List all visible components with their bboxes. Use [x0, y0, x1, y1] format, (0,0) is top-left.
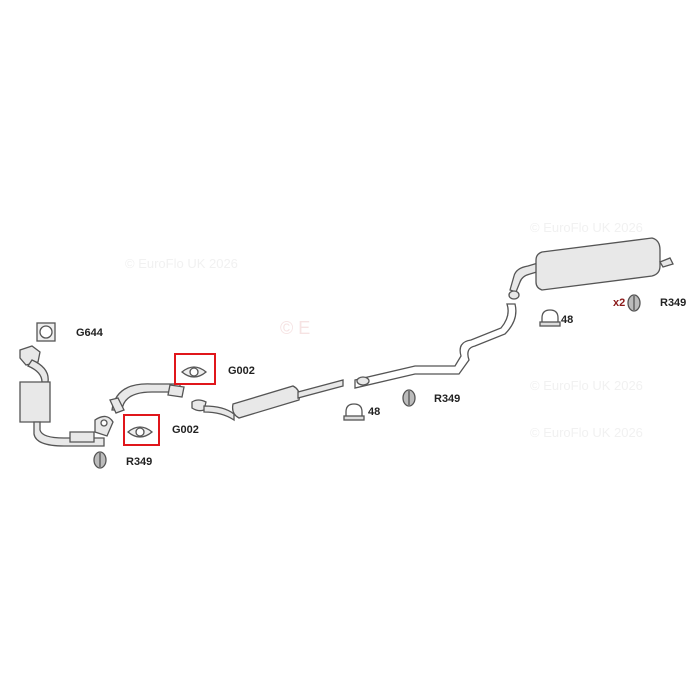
part-label-g644: G644 — [76, 327, 103, 339]
gasket-g002-upper — [180, 366, 208, 378]
rubber-r349-front — [93, 451, 107, 469]
rear-silencer — [508, 237, 674, 300]
watermark-logo: © E — [280, 318, 311, 338]
clamp-48-rear — [539, 309, 561, 327]
gasket-g644 — [36, 322, 56, 342]
clamp-48-mid — [343, 403, 365, 421]
catalytic-converter — [19, 345, 114, 447]
watermark: © EuroFlo UK 2026 — [530, 220, 643, 235]
rear-pipe — [354, 303, 517, 389]
rubber-r349-mid — [402, 389, 416, 407]
part-label-g002-upper: G002 — [228, 365, 255, 377]
highlight-box-g002-upper — [174, 353, 216, 385]
intermediate-pipe — [109, 383, 185, 414]
part-quantity-x2: x2 — [613, 297, 626, 309]
highlight-box-g002-lower — [123, 414, 160, 446]
part-label-r349-rear: R349 — [660, 297, 687, 309]
part-label-r349-mid: R349 — [434, 393, 461, 405]
part-label-r349-front: R349 — [126, 456, 153, 468]
rubber-r349-rear — [627, 294, 641, 312]
part-label-48-mid: 48 — [368, 406, 381, 418]
part-label-48-rear: 48 — [561, 314, 574, 326]
part-label-g002-lower: G002 — [172, 424, 199, 436]
watermark: © EuroFlo UK 2026 — [125, 256, 238, 271]
front-silencer — [191, 379, 344, 422]
watermark: © EuroFlo UK 2026 — [530, 425, 643, 440]
gasket-g002-lower — [126, 426, 154, 438]
watermark: © EuroFlo UK 2026 — [530, 378, 643, 393]
